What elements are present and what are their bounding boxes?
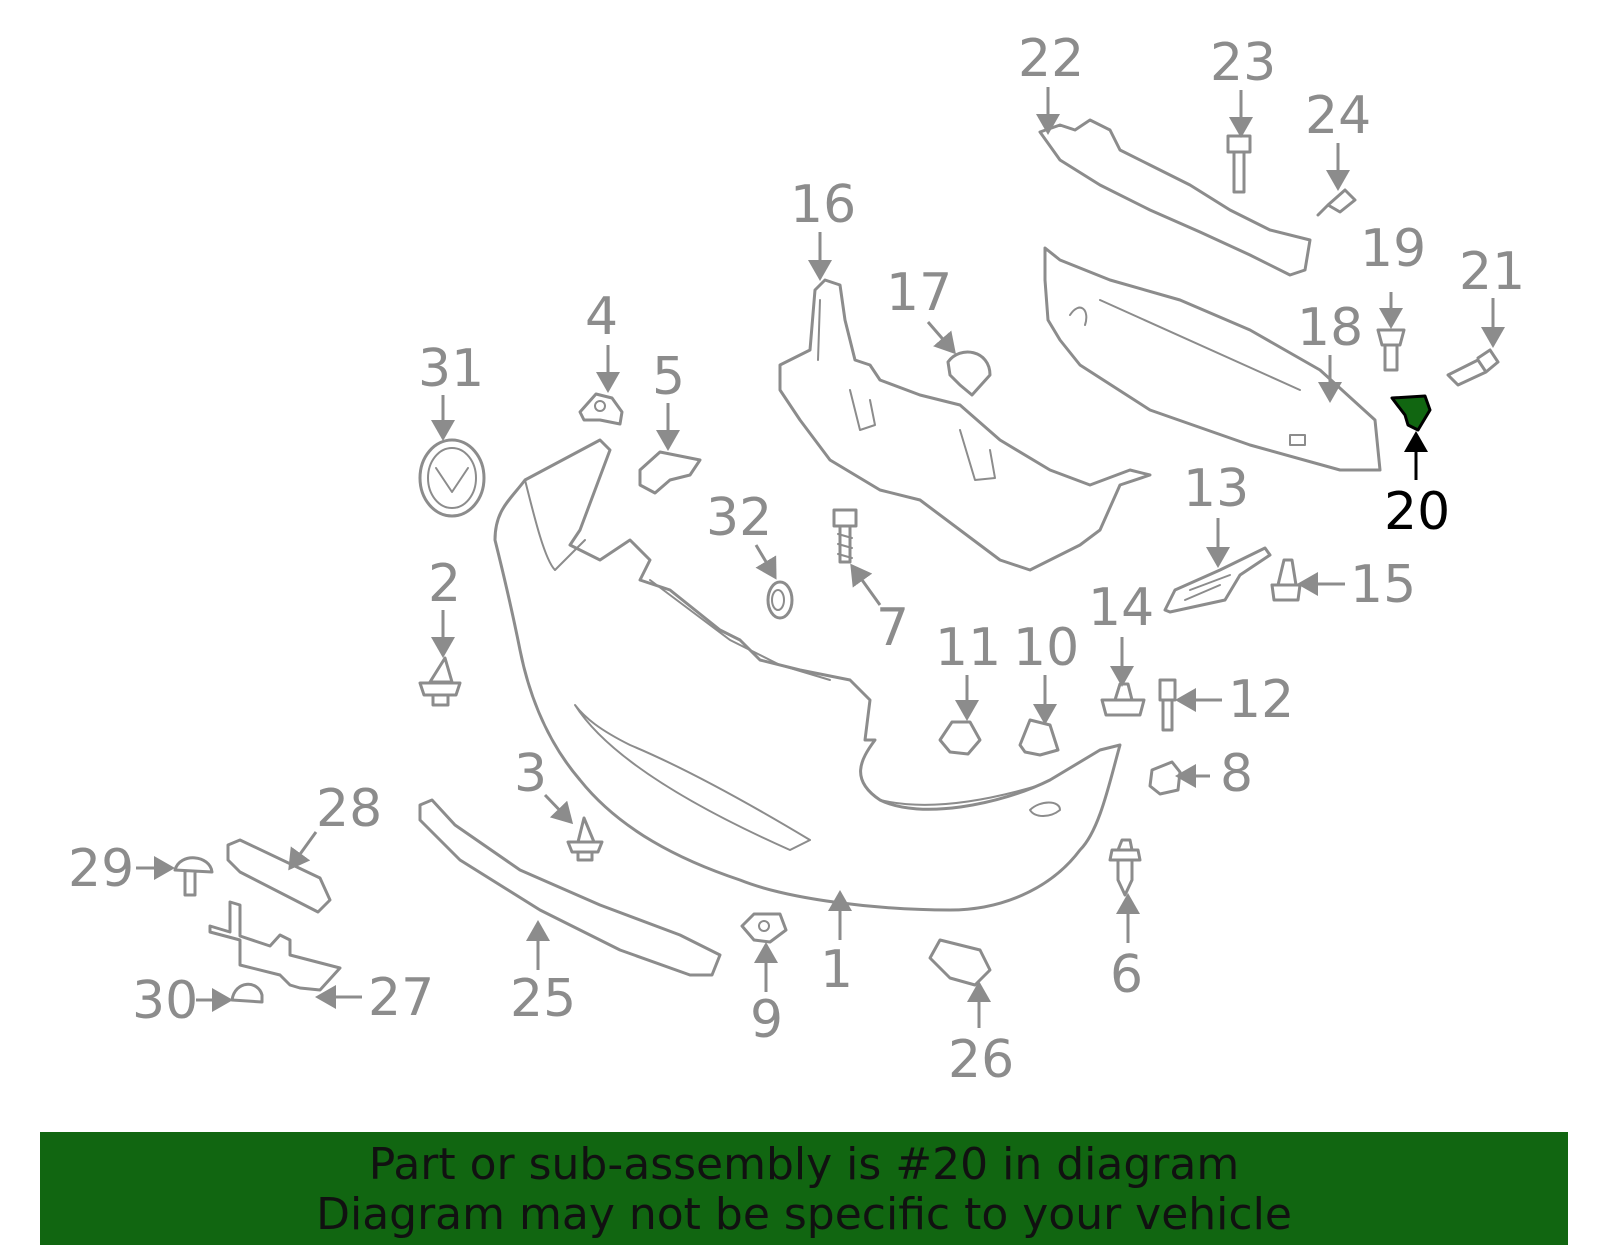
part-2-clip [418, 656, 462, 707]
callout-5: 5 [652, 347, 685, 407]
part-25-lower-grille [418, 798, 722, 977]
callout-32: 32 [706, 488, 772, 548]
part-32-grommet [766, 580, 794, 620]
callout-8: 8 [1220, 744, 1253, 804]
part-11-bracket [938, 720, 982, 756]
part-26-bracket [928, 938, 992, 987]
part-23-bolt [1226, 134, 1252, 194]
callout-3: 3 [514, 744, 547, 804]
callout-4: 4 [585, 287, 618, 347]
callout-12: 12 [1228, 670, 1294, 730]
notice-line-1: Part or sub-assembly is #20 in diagram [368, 1139, 1240, 1190]
leader-lines [136, 87, 1505, 1028]
part-27-bracket [208, 900, 342, 992]
part-31-emblem [418, 438, 486, 518]
part-28-bracket [226, 838, 332, 914]
part-19-bolt [1376, 328, 1406, 372]
part-12-bolt [1158, 678, 1177, 732]
callout-23: 23 [1210, 33, 1276, 93]
callout-6: 6 [1110, 945, 1143, 1005]
notice-banner: Part or sub-assembly is #20 in diagram D… [40, 1132, 1568, 1245]
callout-9: 9 [750, 990, 783, 1050]
part-8-nut-clip [1148, 760, 1182, 796]
callout-26: 26 [948, 1030, 1014, 1090]
callout-18: 18 [1297, 298, 1363, 358]
callout-25: 25 [510, 969, 576, 1029]
part-20-highlighted[interactable] [1390, 394, 1432, 432]
part-10-bracket [1018, 718, 1060, 757]
part-16-reinforcement [778, 278, 1152, 572]
part-24-screw [1316, 188, 1357, 217]
notice-line-2: Diagram may not be specific to your vehi… [316, 1189, 1292, 1240]
callout-14: 14 [1088, 578, 1154, 638]
callout-17: 17 [886, 263, 952, 323]
callout-21: 21 [1459, 242, 1525, 302]
part-21-screw [1446, 348, 1500, 387]
callout-1: 1 [820, 940, 853, 1000]
part-17-cover [946, 350, 992, 397]
part-13-bracket [1163, 546, 1272, 614]
callout-22: 22 [1018, 29, 1084, 89]
part-1-bumper-cover [493, 438, 1122, 912]
callout-27: 27 [368, 968, 434, 1028]
callout-15: 15 [1350, 555, 1416, 615]
part-22-reinforcement [1038, 118, 1312, 277]
callout-30: 30 [132, 971, 198, 1031]
part-30-cap [230, 982, 264, 1004]
part-5-bracket [638, 450, 702, 495]
callout-2: 2 [428, 554, 461, 614]
callout-13: 13 [1183, 459, 1249, 519]
part-4-bracket [578, 392, 624, 426]
callout-20-highlighted: 20 [1384, 482, 1450, 542]
callout-11: 11 [935, 618, 1001, 678]
part-14-fastener [1100, 682, 1146, 717]
callout-24: 24 [1305, 86, 1371, 146]
callout-19: 19 [1360, 219, 1426, 279]
part-18-absorber [1043, 246, 1382, 472]
part-9-nut [740, 912, 788, 944]
callout-16: 16 [790, 175, 856, 235]
callout-10: 10 [1013, 618, 1079, 678]
callout-7: 7 [876, 598, 909, 658]
callout-29: 29 [68, 839, 134, 899]
callout-31: 31 [418, 339, 484, 399]
part-29-bolt [173, 856, 214, 897]
part-6-fastener [1108, 838, 1142, 897]
callout-28: 28 [316, 779, 382, 839]
part-15-screw [1270, 558, 1302, 602]
part-7-bolt [832, 508, 858, 564]
part-3-clip [566, 816, 604, 862]
